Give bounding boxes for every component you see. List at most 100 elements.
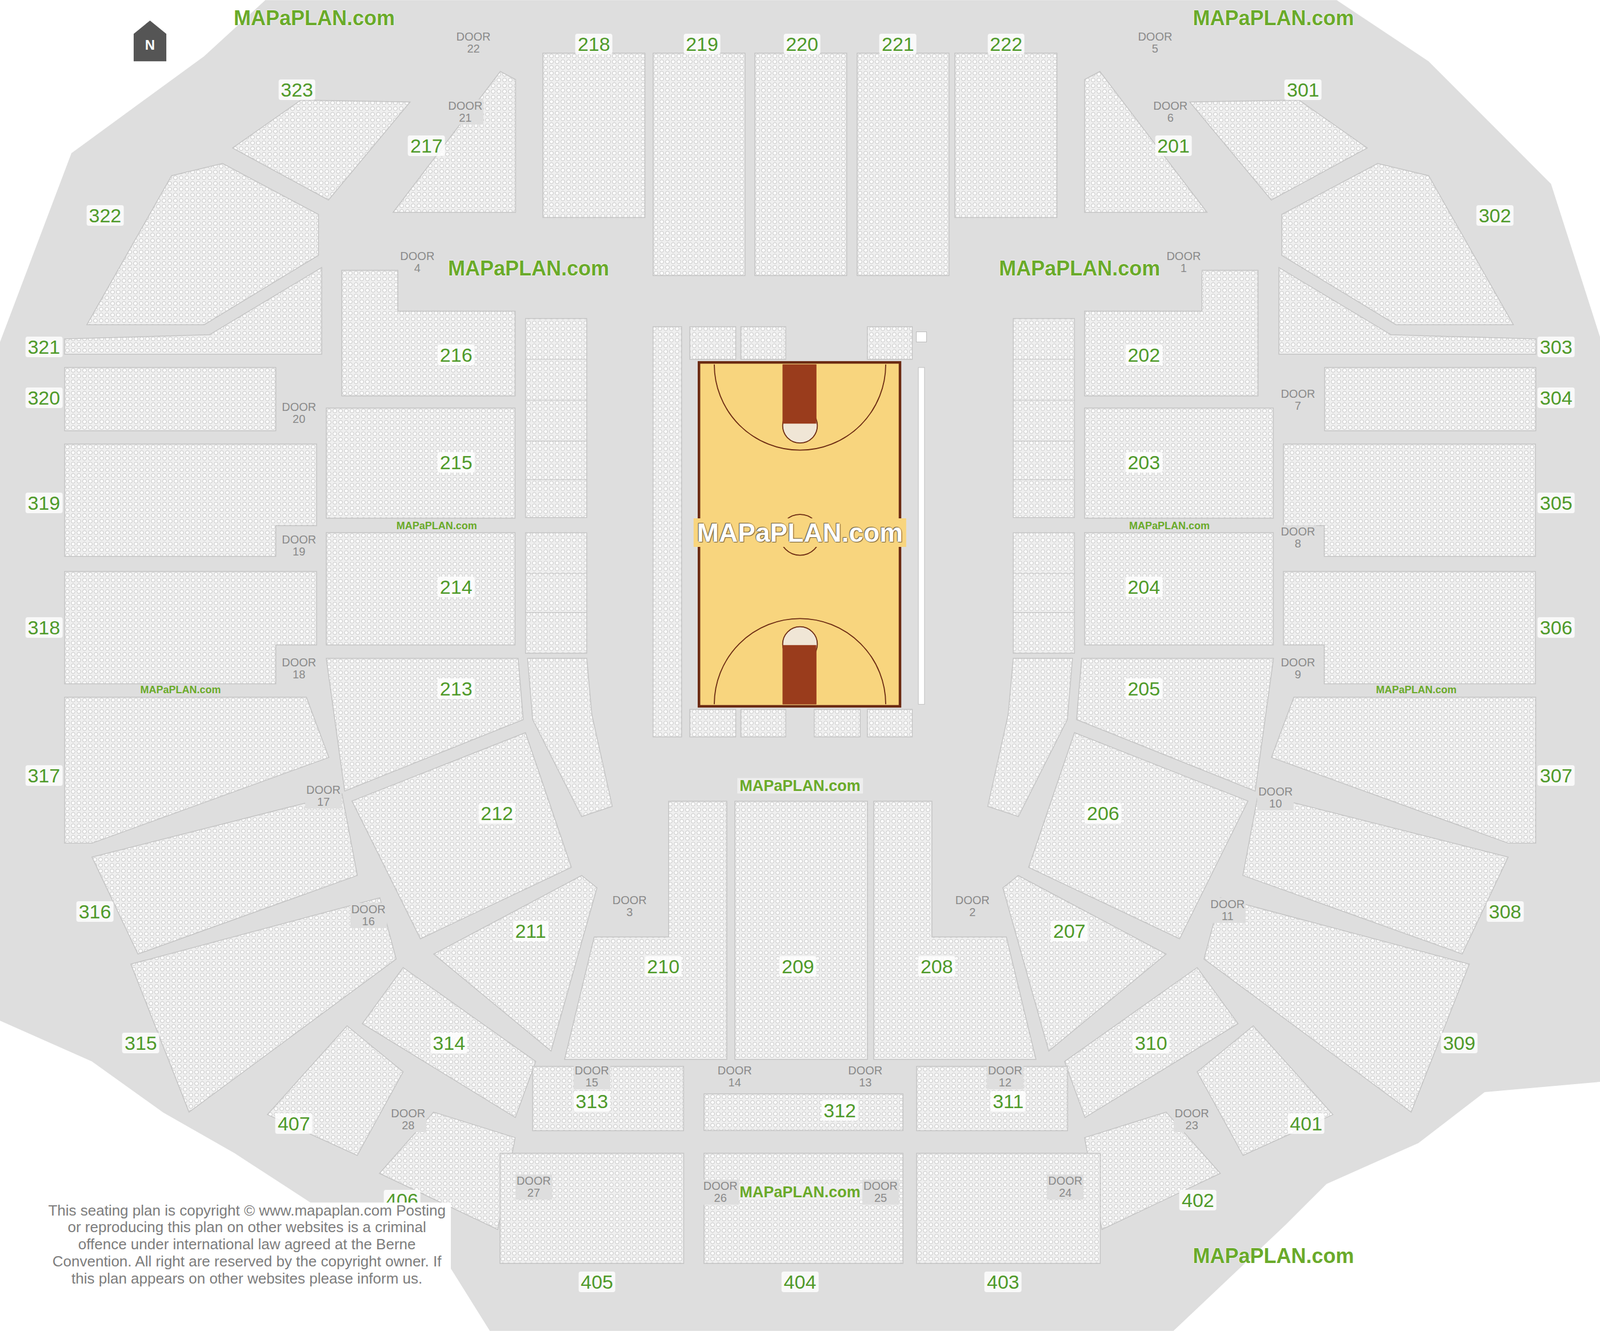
seating-section: 320 <box>64 367 276 431</box>
box-column <box>525 532 587 654</box>
seat-block <box>734 801 868 1060</box>
door-label: DOOR 10 <box>1257 785 1294 811</box>
seat-block <box>1197 1025 1334 1156</box>
seat-block <box>954 53 1058 218</box>
section-number: 213 <box>437 678 475 699</box>
watermark: MAPaPLAN.com <box>737 1184 863 1200</box>
seating-section: 407 <box>267 1025 404 1156</box>
section-outline <box>704 1093 903 1131</box>
section-number: 402 <box>1179 1189 1217 1211</box>
seating-section: 208 <box>873 801 1036 1060</box>
section-outline <box>916 1153 1100 1264</box>
seat-block <box>754 53 847 276</box>
section-number: 313 <box>573 1090 611 1112</box>
seating-section: 219 <box>653 53 746 276</box>
door-label: DOOR 2 <box>954 893 991 919</box>
door-label: DOOR 4 <box>398 249 436 275</box>
seat-block <box>1278 267 1536 355</box>
section-number: 210 <box>644 956 682 977</box>
section-outline <box>754 53 847 276</box>
section-outline <box>64 267 322 355</box>
seating-section: 304 <box>1324 367 1536 431</box>
super-box <box>867 709 913 737</box>
door-label: DOOR 28 <box>389 1106 427 1132</box>
section-number: 208 <box>918 956 956 977</box>
section-outline <box>1324 367 1536 431</box>
seat-block <box>500 1153 684 1264</box>
seat-block <box>1283 571 1536 684</box>
seat-block <box>704 1153 903 1264</box>
seating-section: 318 <box>64 571 317 684</box>
box-column <box>1013 318 1075 518</box>
seat-block <box>341 270 516 396</box>
super-box <box>867 326 913 360</box>
watermark: MAPaPLAN.com <box>1374 684 1459 695</box>
section-number: 302 <box>1476 205 1514 226</box>
seating-section: 306 <box>1283 571 1536 684</box>
section-outline <box>64 444 317 556</box>
seat-block <box>64 267 322 355</box>
seating-section: 217 <box>393 71 516 212</box>
seating-section: 216 <box>341 270 516 396</box>
seating-section: 210 <box>564 801 727 1060</box>
section-number: 201 <box>1154 135 1192 156</box>
section-outline <box>1197 1025 1334 1156</box>
section-outline <box>1278 267 1536 355</box>
super-box <box>740 326 786 360</box>
section-outline <box>653 53 746 276</box>
section-number: 315 <box>122 1032 160 1054</box>
section-outline <box>564 801 727 1060</box>
door-label: DOOR 16 <box>350 902 387 928</box>
seating-section: 305 <box>1283 444 1536 556</box>
door-label: DOOR 15 <box>573 1064 611 1090</box>
section-number: 206 <box>1084 802 1122 824</box>
section-outline <box>64 367 276 431</box>
door-label: DOOR 1 <box>1165 249 1202 275</box>
section-number: 305 <box>1537 492 1575 514</box>
watermark: MAPaPLAN.com <box>1127 520 1212 531</box>
seating-section: 303 <box>1278 267 1536 355</box>
section-number: 404 <box>781 1271 819 1292</box>
section-number: 405 <box>578 1271 616 1292</box>
seating-section: 202 <box>1084 270 1259 396</box>
seating-section: 312 <box>704 1093 903 1131</box>
section-number: 310 <box>1132 1032 1170 1054</box>
door-label: DOOR 24 <box>1046 1174 1084 1200</box>
section-number: 303 <box>1537 336 1575 358</box>
section-number: 215 <box>437 452 475 473</box>
section-number: 320 <box>25 387 63 408</box>
seat-block <box>1084 532 1274 645</box>
seat-block <box>326 532 515 645</box>
door-label: DOOR 3 <box>611 893 648 919</box>
watermark: MAPaPLAN.com <box>1193 1245 1355 1267</box>
seating-section: 221 <box>857 53 950 276</box>
section-number: 219 <box>683 33 721 55</box>
section-number: 204 <box>1125 576 1163 598</box>
seating-section: 201 <box>1084 71 1207 212</box>
section-number: 211 <box>512 920 548 942</box>
super-box <box>689 326 736 360</box>
super-box <box>814 709 860 737</box>
section-number: 312 <box>821 1100 859 1121</box>
section-number: 202 <box>1125 344 1163 366</box>
seating-section: 403 <box>916 1153 1100 1264</box>
section-number: 309 <box>1440 1032 1478 1054</box>
watermark: MAPaPLAN.com <box>693 518 907 547</box>
watermark: MAPaPLAN.com <box>737 778 863 794</box>
seat-block <box>267 1025 404 1156</box>
section-number: 214 <box>437 576 475 598</box>
seat-block <box>542 53 646 218</box>
section-number: 318 <box>25 617 63 638</box>
section-number: 322 <box>86 205 124 226</box>
seating-section: 209 <box>734 801 868 1060</box>
seating-section: 218 <box>542 53 646 218</box>
section-number: 301 <box>1284 79 1322 100</box>
door-label: DOOR 18 <box>280 656 318 682</box>
door-label: DOOR 9 <box>1279 656 1316 682</box>
door-label: DOOR 21 <box>446 99 484 125</box>
seat-block <box>564 801 727 1060</box>
super-box <box>689 709 736 737</box>
section-number: 314 <box>430 1032 468 1054</box>
floor-seats <box>653 326 682 738</box>
door-label: DOOR 19 <box>280 533 318 559</box>
